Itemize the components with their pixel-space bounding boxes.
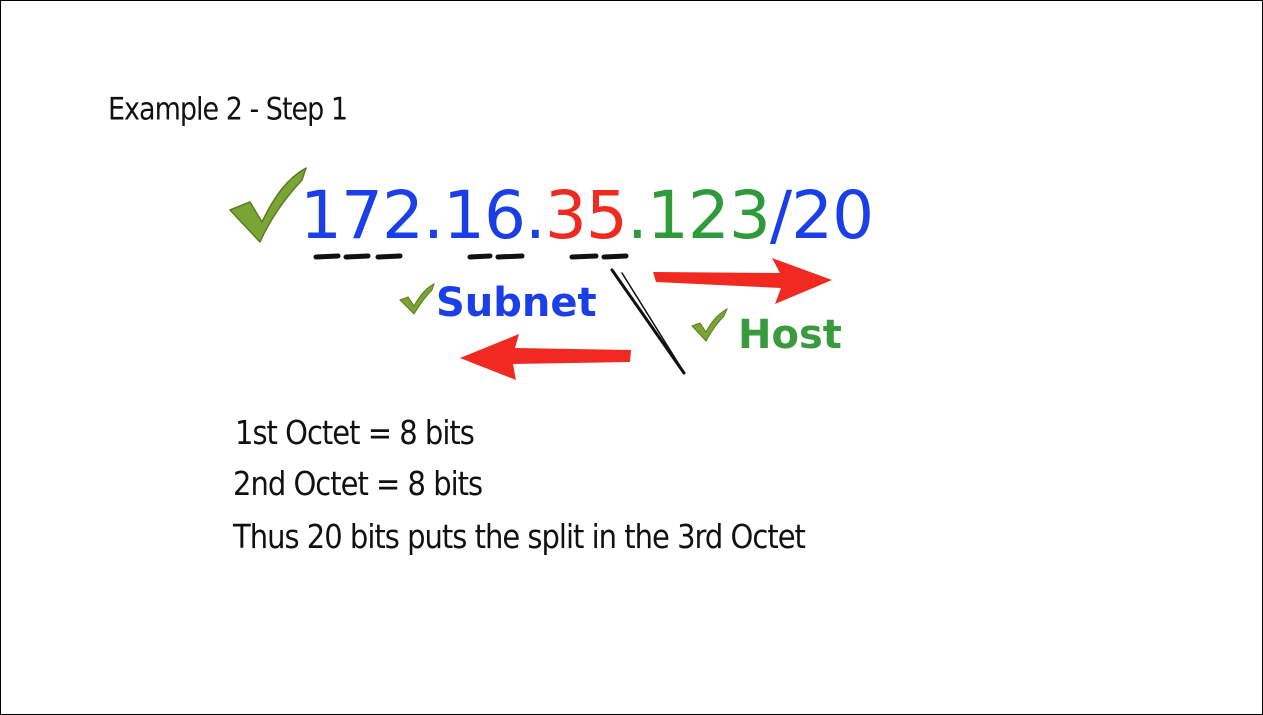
ip-prefix: /20	[769, 177, 874, 254]
host-check-icon	[691, 307, 729, 342]
check-icon	[229, 167, 307, 243]
subnet-check-icon	[399, 283, 435, 315]
ip-address: 172.16.35.123/20	[300, 177, 874, 254]
host-label: Host	[738, 312, 842, 358]
octet-underline-marks	[313, 253, 629, 260]
split-line	[610, 268, 686, 375]
note-line-3: Thus 20 bits puts the split in the 3rd O…	[233, 518, 806, 557]
subnet-label: Subnet	[436, 280, 597, 326]
arrow-right-icon	[653, 258, 832, 304]
arrow-left-icon	[460, 334, 631, 380]
ip-octets-network: 172.16.	[300, 177, 546, 254]
ip-octet-split: 35	[544, 177, 628, 254]
note-line-1: 1st Octet = 8 bits	[235, 414, 475, 453]
note-line-2: 2nd Octet = 8 bits	[233, 465, 483, 504]
ip-octet-host: .123	[626, 177, 771, 254]
slide-title: Example 2 - Step 1	[108, 92, 348, 128]
